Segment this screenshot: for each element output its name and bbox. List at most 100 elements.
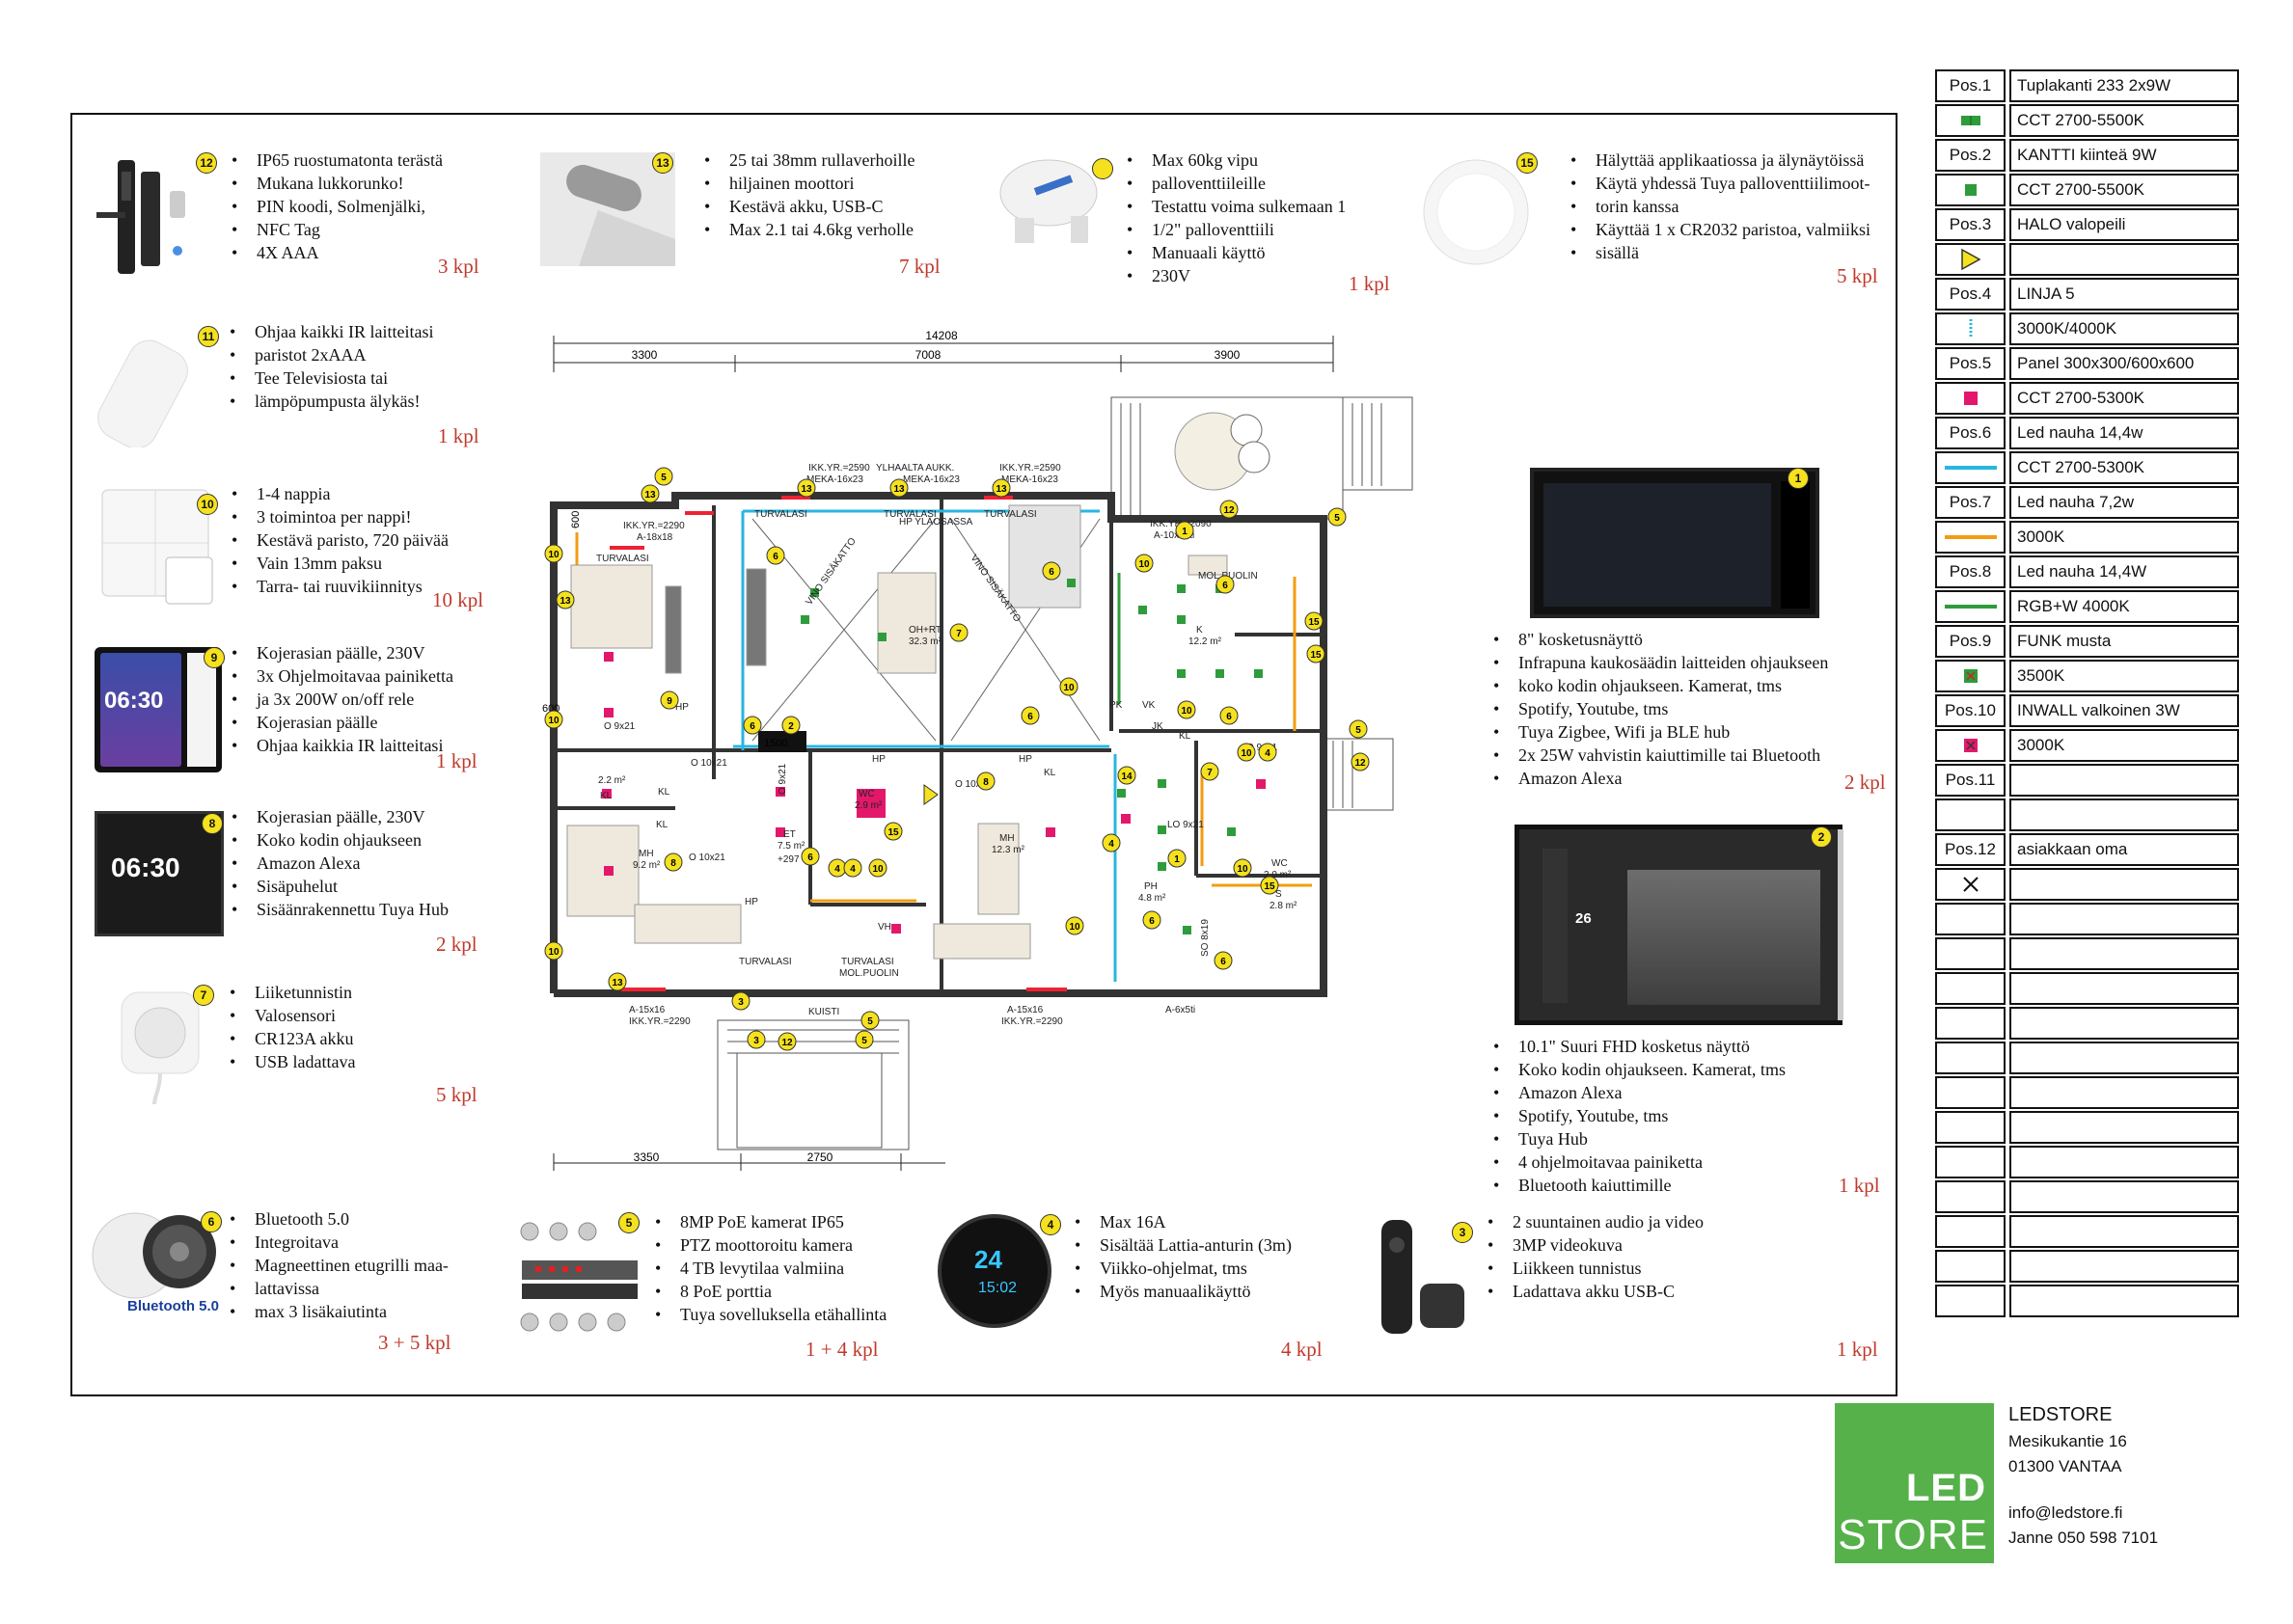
bullet: Tuya Zigbee, Wifi ja BLE hub <box>1486 720 1828 744</box>
quantity: 1 kpl <box>1349 272 1390 295</box>
bullet: 8MP PoE kamerat IP65 <box>647 1210 887 1233</box>
bullet: NFC Tag <box>224 218 443 241</box>
company-city: 01300 VANTAA <box>2008 1457 2122 1475</box>
legend-desc-cell <box>2009 1007 2239 1040</box>
ir-panel-image: 06:30 <box>95 647 222 772</box>
orange-line-icon <box>1944 535 1997 539</box>
svg-text:10: 10 <box>1181 706 1192 717</box>
badge-5: 5 <box>618 1212 640 1233</box>
svg-text:6: 6 <box>1027 712 1033 722</box>
product-poe-cameras: 5 8MP PoE kamerat IP65 PTZ moottoroitu k… <box>516 1210 960 1374</box>
room-mh2-area: 12.3 m² <box>992 845 1025 855</box>
dim-2: 7008 <box>915 348 942 362</box>
bullet: Sisäänrakennettu Tuya Hub <box>224 898 449 921</box>
room-mh1: MH <box>639 849 654 859</box>
badge-15: 15 <box>1516 152 1538 174</box>
a-7: A-15x16 <box>1007 1005 1044 1015</box>
product-motion-sensor: 7 Liiketunnistin Valosensori CR123A akku… <box>87 979 492 1133</box>
a-3: MEKA-16x23 <box>903 474 960 485</box>
dim-600b: 600 <box>570 511 582 528</box>
quantity: 4 kpl <box>1281 1338 1323 1361</box>
svg-text:15: 15 <box>1308 617 1320 628</box>
legend-row <box>1935 1285 2239 1319</box>
svg-text:4: 4 <box>1265 748 1270 759</box>
legend-pos-cell <box>1935 312 2006 345</box>
svg-text:4: 4 <box>834 864 840 875</box>
bullet: 2 suuntainen audio ja video <box>1480 1210 1704 1233</box>
product-ir-remote: 11 Ohjaa kaikki IR laitteitasi paristot … <box>87 318 492 453</box>
legend-pos-cell: Pos.10 <box>1935 694 2006 727</box>
bullet: Koko kodin ohjaukseen. Kamerat, tms <box>1486 1058 1786 1081</box>
legend-desc-cell <box>2009 1042 2239 1074</box>
badge-2: 2 <box>1811 826 1832 848</box>
bullets-list: Max 16A Sisältää Lattia-anturin (3m) Vii… <box>1067 1210 1292 1303</box>
quantity: 2 kpl <box>436 933 478 956</box>
legend-desc-cell <box>2009 1146 2239 1178</box>
bullet: PTZ moottoroitu kamera <box>647 1233 887 1257</box>
quantity: 1 kpl <box>438 424 479 447</box>
bullet: ja 3x 200W on/off rele <box>224 688 453 711</box>
company-info: LEDSTORE Mesikukantie 16 01300 VANTAA in… <box>2008 1400 2158 1551</box>
logo-line1: LED <box>1906 1467 1986 1509</box>
bullet: Testattu voima sulkemaan 1 <box>1119 195 1346 218</box>
svg-text:1: 1 <box>1182 527 1187 537</box>
bullet: 1-4 nappia <box>224 482 449 505</box>
bullet: Kojerasian päälle <box>224 711 453 734</box>
quantity: 7 kpl <box>899 255 941 278</box>
bullet: CR123A akku <box>222 1027 355 1050</box>
plan-badge-15: 15 <box>1260 876 1279 895</box>
plan-badge-10: 10 <box>544 710 563 729</box>
logo-line2: STORE <box>1838 1511 1988 1558</box>
svg-text:9: 9 <box>667 696 672 707</box>
svg-text:7: 7 <box>1207 768 1213 778</box>
quantity: 1 kpl <box>1837 1338 1878 1361</box>
svg-text:6: 6 <box>1226 712 1232 722</box>
hp-3: HP <box>1019 754 1032 765</box>
legend-pos-cell <box>1935 243 2006 276</box>
plan-badge-5: 5 <box>860 1011 880 1030</box>
bullet: torin kanssa <box>1563 195 1870 218</box>
svg-text:8: 8 <box>670 858 676 869</box>
legend-row <box>1935 1076 2239 1111</box>
svg-text:6: 6 <box>750 721 755 732</box>
magenta-square-icon <box>1963 392 1978 405</box>
badge-plain <box>1092 158 1113 179</box>
red-x-icon <box>1963 739 1978 752</box>
svg-text:6: 6 <box>1220 957 1226 967</box>
legend-pos-cell <box>1935 104 2006 137</box>
legend-row: CCT 2700-5500K <box>1935 104 2239 139</box>
green-square-icon <box>1964 184 1977 196</box>
thermostat-image: 24 15:02 <box>938 1214 1051 1328</box>
bullet: 1/2" palloventtiili <box>1119 218 1346 241</box>
svg-text:10: 10 <box>548 550 560 560</box>
bullet: USB ladattava <box>222 1050 355 1073</box>
svg-text:5: 5 <box>1334 513 1340 524</box>
svg-text:10: 10 <box>1063 683 1075 693</box>
legend-row <box>1935 937 2239 972</box>
plan-badge-5: 5 <box>1349 719 1368 739</box>
company-name: LEDSTORE <box>2008 1404 2113 1425</box>
plan-badge-10: 10 <box>1233 858 1252 878</box>
bullet: 3MP videokuva <box>1480 1233 1704 1257</box>
plan-badge-12: 12 <box>1219 500 1239 519</box>
legend-pos-cell: Pos.11 <box>1935 764 2006 797</box>
turvalasi-5: TURVALASI <box>739 957 792 967</box>
hp-5: HP <box>675 702 689 713</box>
plan-badge-4: 4 <box>1102 833 1121 853</box>
legend-desc-cell <box>2009 903 2239 935</box>
bullets-list: Hälyttää applikaatiossa ja älynäytöissä … <box>1563 149 1870 264</box>
plan-badge-8: 8 <box>664 853 683 872</box>
plan-badge-1: 1 <box>1167 849 1187 868</box>
legend-desc-cell <box>2009 1250 2239 1283</box>
legend-desc-cell: CCT 2700-5500K <box>2009 104 2239 137</box>
legend-row: RGB+W 4000K <box>1935 590 2239 625</box>
room-s-area: 2.8 m² <box>1269 901 1297 911</box>
badge-8: 8 <box>202 813 223 834</box>
svg-text:15: 15 <box>1264 881 1275 892</box>
legend-row <box>1935 1146 2239 1180</box>
plan-badge-1: 1 <box>1175 521 1194 540</box>
panel-temp: 26 <box>1575 910 1592 927</box>
